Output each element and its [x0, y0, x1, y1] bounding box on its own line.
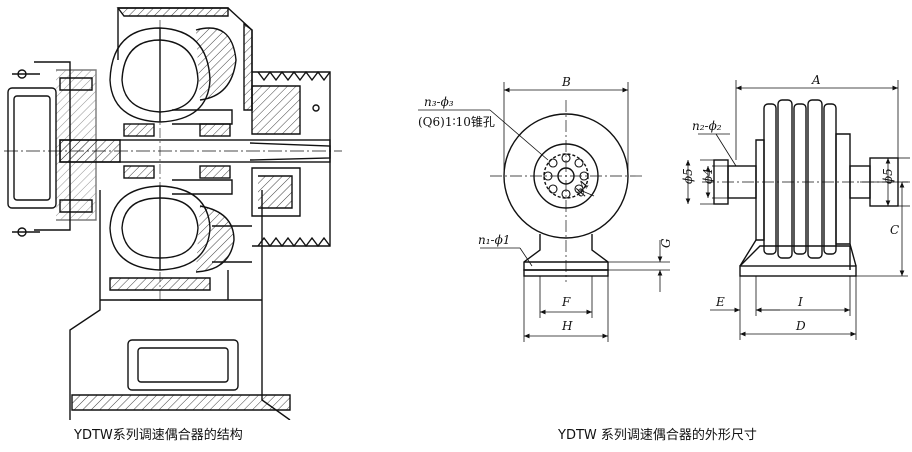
label-A: A — [811, 73, 821, 87]
label-phi5-left: ϕ5 — [681, 168, 695, 184]
dimension-drawing: B n₃-ϕ₃ (Q6)1∶10锥孔 ϕ4 n₁-ϕ1 G F H A n₂-ϕ… — [380, 0, 912, 420]
label-I: I — [797, 295, 803, 309]
label-n3-phi3: n₃-ϕ₃ — [424, 95, 454, 109]
caption-structure: YDTW系列调速偶合器的结构 — [74, 428, 243, 443]
label-H: H — [561, 319, 573, 333]
structure-section-svg — [4, 7, 342, 421]
label-phi5-right: ϕ5 — [881, 168, 895, 184]
label-F: F — [561, 295, 571, 309]
label-C: C — [890, 223, 899, 237]
caption-dimensions: YDTW 系列调速偶合器的外形尺寸 — [558, 428, 757, 443]
side-view — [713, 99, 899, 277]
label-phi4-circle: ϕ4 — [572, 178, 592, 199]
label-B: B — [561, 75, 571, 89]
label-n2-phi2: n₂-ϕ₂ — [692, 119, 722, 133]
structure-drawing — [0, 0, 345, 421]
dimension-svg: B n₃-ϕ₃ (Q6)1∶10锥孔 ϕ4 n₁-ϕ1 G F H A n₂-ϕ… — [418, 73, 910, 342]
label-taper: (Q6)1∶10锥孔 — [418, 115, 495, 129]
label-D: D — [795, 319, 806, 333]
label-n1-phi1: n₁-ϕ1 — [478, 233, 510, 247]
label-G: G — [659, 238, 673, 248]
label-phi4: ϕ4 — [701, 168, 715, 184]
label-E: E — [715, 295, 725, 309]
